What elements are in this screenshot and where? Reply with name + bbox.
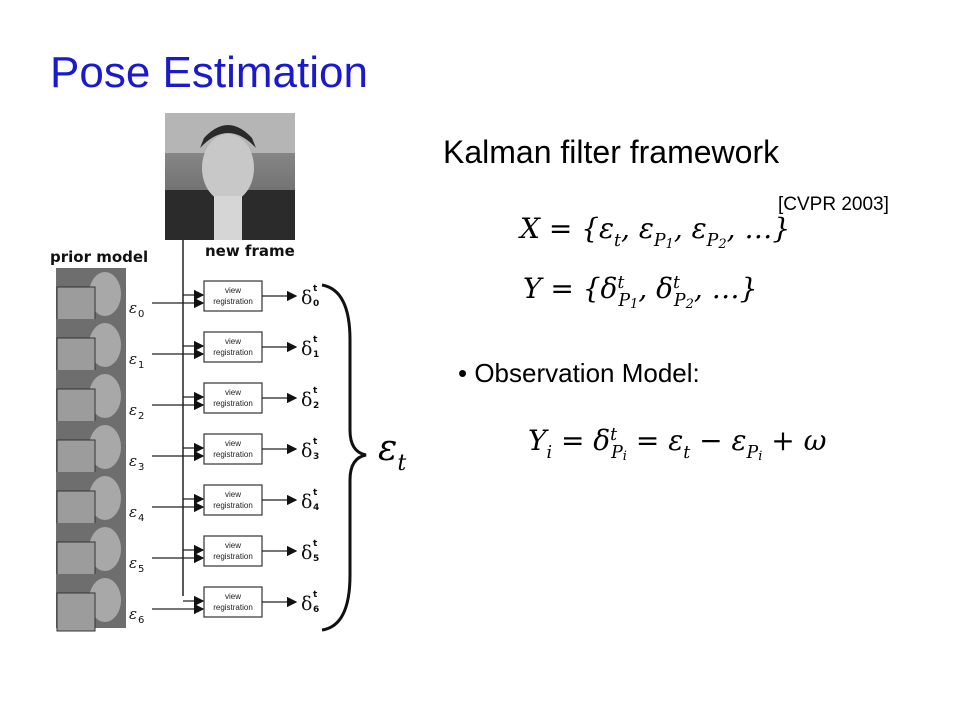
prior-model-label: prior model — [50, 248, 148, 266]
delta-index: 6 — [313, 605, 319, 615]
epsilon-label: ε — [129, 503, 137, 521]
face-patch — [56, 337, 96, 377]
epsilon-index: 0 — [138, 309, 144, 320]
view-registration-box — [203, 586, 263, 618]
grouping-brace — [321, 283, 367, 632]
epsilon-label: ε — [129, 350, 137, 368]
epsilon-label: ε — [129, 554, 137, 572]
delta-superscript: t — [313, 284, 318, 294]
delta-superscript: t — [313, 488, 318, 498]
prior-face-shape — [89, 323, 121, 367]
delta-index: 4 — [313, 503, 319, 513]
epsilon-index: 5 — [138, 564, 144, 575]
box-label-view: view — [225, 337, 241, 346]
face-patch — [56, 388, 96, 428]
delta-label: δ — [301, 542, 312, 564]
epsilon-index: 1 — [138, 360, 144, 371]
delta-label: δ — [301, 440, 312, 462]
delta-superscript: t — [313, 437, 318, 447]
prior-face-shape — [89, 425, 121, 469]
delta-label: δ — [301, 338, 312, 360]
delta-label: δ — [301, 593, 312, 615]
epsilon-index: 3 — [138, 462, 144, 473]
epsilon-index: 6 — [138, 615, 144, 626]
epsilon-label: ε — [129, 401, 137, 419]
prior-face-shape — [89, 527, 121, 571]
box-label-registration: registration — [213, 348, 253, 357]
equation-state: X = {εt, εP1, εP2, …} — [520, 212, 791, 253]
prior-face-shape — [89, 476, 121, 520]
delta-superscript: t — [313, 335, 318, 345]
new-frame-label: new frame — [205, 242, 295, 260]
delta-index: 2 — [313, 401, 319, 411]
box-label-registration: registration — [213, 603, 253, 612]
face-patch — [56, 592, 96, 632]
delta-label: δ — [301, 389, 312, 411]
bullet-observation-model: • Observation Model: — [458, 358, 700, 388]
delta-label: δ — [301, 491, 312, 513]
view-registration-box — [203, 535, 263, 567]
slide-title: Pose Estimation — [50, 48, 368, 97]
face-patch — [56, 439, 96, 479]
face-patch — [56, 541, 96, 581]
equation-model: Yi = δtPi = εt − εPi + ω — [528, 424, 827, 465]
slide-subtitle: Kalman filter framework — [443, 134, 780, 170]
delta-label: δ — [301, 287, 312, 309]
view-registration-box — [203, 331, 263, 363]
box-label-view: view — [225, 388, 241, 397]
box-label-view: view — [225, 439, 241, 448]
box-label-registration: registration — [213, 297, 253, 306]
epsilon-index: 4 — [138, 513, 144, 524]
delta-index: 3 — [313, 452, 319, 462]
box-label-registration: registration — [213, 450, 253, 459]
view-registration-box — [203, 382, 263, 414]
delta-index: 1 — [313, 350, 319, 360]
delta-superscript: t — [313, 539, 318, 549]
epsilon-label: ε — [129, 605, 137, 623]
epsilon-label: ε — [129, 452, 137, 470]
box-label-view: view — [225, 490, 241, 499]
delta-superscript: t — [313, 386, 318, 396]
delta-superscript: t — [313, 590, 318, 600]
new-frame-image — [165, 113, 295, 240]
equation-observation: Y = {δtP1, δtP2, …} — [523, 272, 758, 313]
box-label-registration: registration — [213, 552, 253, 561]
prior-face-shape — [89, 578, 121, 622]
prior-face-shape — [89, 272, 121, 316]
box-label-view: view — [225, 592, 241, 601]
epsilon-label: ε — [129, 299, 137, 317]
prior-face-shape — [89, 374, 121, 418]
face-patch — [56, 286, 96, 326]
citation: [CVPR 2003] — [778, 194, 889, 215]
delta-index: 0 — [313, 299, 319, 309]
delta-index: 5 — [313, 554, 319, 564]
box-label-registration: registration — [213, 501, 253, 510]
box-label-view: view — [225, 541, 241, 550]
box-label-registration: registration — [213, 399, 253, 408]
brace-label-epsilon-t: εt — [378, 428, 407, 477]
epsilon-index: 2 — [138, 411, 144, 422]
box-label-view: view — [225, 286, 241, 295]
